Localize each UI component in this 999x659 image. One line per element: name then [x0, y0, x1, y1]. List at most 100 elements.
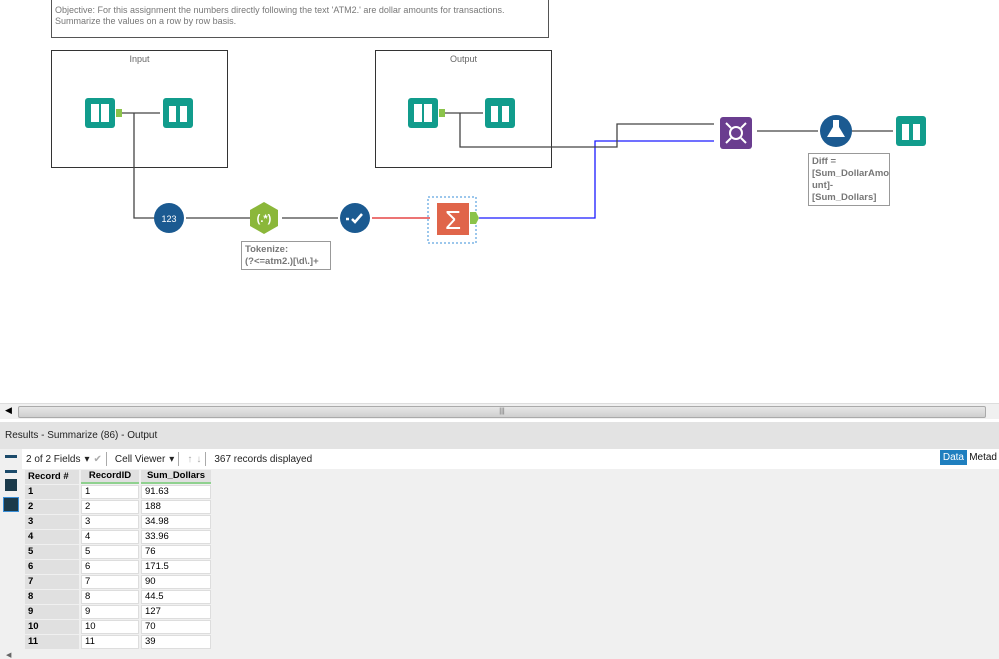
join-tool[interactable]: [720, 117, 752, 149]
table-cell[interactable]: 5: [81, 545, 139, 559]
table-cell[interactable]: 70: [141, 620, 211, 634]
table-cell[interactable]: 9: [81, 605, 139, 619]
output-anchor-icon[interactable]: [3, 497, 19, 512]
table-cell[interactable]: 11: [81, 635, 139, 649]
checkmark-icon[interactable]: ✔: [93, 453, 102, 465]
results-toolbar: 2 of 2 Fields▾✔ Cell Viewer▾ ↑↓ 367 reco…: [22, 449, 999, 469]
table-cell[interactable]: 34.98: [141, 515, 211, 529]
selection-box: [427, 196, 477, 244]
svg-text:(.*): (.*): [257, 213, 272, 225]
column-header[interactable]: RecordID: [81, 470, 139, 484]
row-number[interactable]: 2: [25, 500, 79, 514]
arrow-up-icon[interactable]: ↑: [187, 453, 193, 465]
table-cell[interactable]: 10: [81, 620, 139, 634]
table-cell[interactable]: 76: [141, 545, 211, 559]
table-cell[interactable]: 39: [141, 635, 211, 649]
row-number[interactable]: 7: [25, 575, 79, 589]
tokenize-annotation: Tokenize:(?<=atm2.)[\d\.]+: [241, 241, 331, 270]
table-cell[interactable]: 33.96: [141, 530, 211, 544]
table-cell[interactable]: 44.5: [141, 590, 211, 604]
table-cell[interactable]: 6: [81, 560, 139, 574]
table-cell[interactable]: 2: [81, 500, 139, 514]
scroll-left-icon[interactable]: ◀: [6, 652, 12, 659]
table-cell[interactable]: 188: [141, 500, 211, 514]
row-number[interactable]: 9: [25, 605, 79, 619]
record-id-tool[interactable]: 123: [154, 203, 184, 233]
container-label: Input: [129, 54, 150, 64]
results-title: Results - Summarize (86) - Output: [0, 422, 999, 449]
connection: [445, 112, 714, 148]
results-sidebar: [0, 449, 22, 659]
column-header[interactable]: Record #: [25, 470, 79, 484]
output-container[interactable]: Output: [375, 50, 552, 168]
table-cell[interactable]: 127: [141, 605, 211, 619]
grid-horizontal-scrollbar[interactable]: ◀: [0, 652, 999, 659]
summarize-tool[interactable]: Σ: [437, 203, 479, 235]
table-cell[interactable]: 4: [81, 530, 139, 544]
browse-tool[interactable]: [896, 116, 926, 146]
table-cell[interactable]: 171.5: [141, 560, 211, 574]
svg-text:Σ: Σ: [445, 205, 461, 235]
horizontal-scrollbar[interactable]: ◀ |||: [0, 403, 999, 419]
row-number[interactable]: 4: [25, 530, 79, 544]
table-cell[interactable]: 90: [141, 575, 211, 589]
annotation-line: Tokenize:: [245, 244, 289, 255]
tab-metadata[interactable]: Metad: [969, 452, 997, 463]
tab-data[interactable]: Data: [939, 450, 967, 465]
row-number[interactable]: 3: [25, 515, 79, 529]
svg-text:123: 123: [161, 214, 176, 224]
annotation-line: [Sum_DollarAmo: [812, 168, 890, 179]
annotation-line: [Sum_Dollars]: [812, 192, 877, 203]
scroll-left-icon[interactable]: ◀: [5, 405, 12, 415]
regex-tool[interactable]: (.*): [250, 202, 278, 234]
chevron-down-icon[interactable]: ▾: [84, 453, 90, 465]
annotation-line: (?<=atm2.)[\d\.]+: [245, 256, 319, 267]
row-number[interactable]: 1: [25, 485, 79, 499]
table-cell[interactable]: 3: [81, 515, 139, 529]
column-header[interactable]: Sum_Dollars: [141, 470, 211, 484]
objective-comment: Objective: For this assignment the numbe…: [51, 0, 549, 38]
input-anchor-icon[interactable]: [5, 479, 17, 491]
annotation-line: Diff =: [812, 156, 837, 167]
input-data-tool[interactable]: [85, 98, 122, 128]
browse-tool[interactable]: [163, 98, 193, 128]
table-cell[interactable]: 8: [81, 590, 139, 604]
table-cell[interactable]: 91.63: [141, 485, 211, 499]
workflow-canvas[interactable]: Objective: For this assignment the numbe…: [0, 0, 999, 402]
workflow-graph: 123 (.*) Σ: [85, 98, 926, 244]
formula-tool[interactable]: [820, 115, 852, 147]
table-cell[interactable]: 7: [81, 575, 139, 589]
fields-dropdown[interactable]: 2 of 2 Fields: [26, 453, 81, 465]
scrollbar-thumb[interactable]: |||: [18, 406, 986, 418]
annotation-line: unt]-: [812, 180, 834, 191]
chevron-down-icon[interactable]: ▾: [169, 453, 175, 465]
row-number[interactable]: 10: [25, 620, 79, 634]
records-count: 367 records displayed: [214, 453, 313, 465]
browse-tool[interactable]: [485, 98, 515, 128]
cell-viewer-dropdown[interactable]: Cell Viewer: [114, 453, 166, 465]
row-number[interactable]: 11: [25, 635, 79, 649]
row-number[interactable]: 8: [25, 590, 79, 604]
table-cell[interactable]: 1: [81, 485, 139, 499]
list-icon[interactable]: [5, 455, 17, 473]
select-tool[interactable]: [340, 203, 370, 233]
input-data-tool[interactable]: [408, 98, 445, 128]
container-label: Output: [449, 54, 478, 64]
row-number[interactable]: 6: [25, 560, 79, 574]
row-number[interactable]: 5: [25, 545, 79, 559]
arrow-down-icon[interactable]: ↓: [196, 453, 202, 465]
input-container[interactable]: Input: [51, 50, 228, 168]
